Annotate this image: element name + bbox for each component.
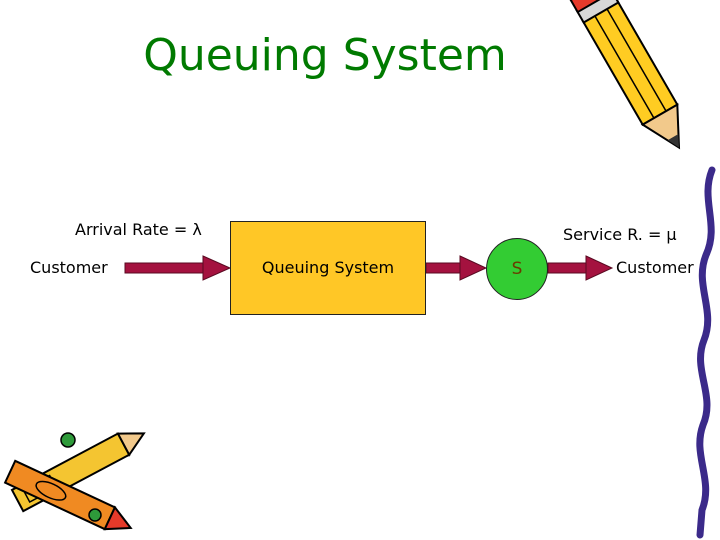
server-label: S [511, 259, 523, 279]
server-node [486, 238, 548, 300]
service-rate-label: Service R. = μ [563, 225, 677, 244]
customer-output-label: Customer [616, 258, 694, 277]
arrow-system-to-server [425, 255, 488, 281]
crayons-icon [3, 432, 146, 531]
customer-input-label: Customer [30, 258, 108, 277]
arrow-customer-to-system [124, 255, 232, 281]
pencil-icon [569, 0, 681, 150]
arrow-server-to-customer [547, 255, 614, 281]
queuing-system-box [230, 221, 426, 315]
queuing-system-label: Queuing System [261, 258, 395, 277]
page-title: Queuing System [143, 30, 507, 81]
arrival-rate-label: Arrival Rate = λ [75, 220, 202, 239]
squiggle-border [696, 166, 716, 539]
